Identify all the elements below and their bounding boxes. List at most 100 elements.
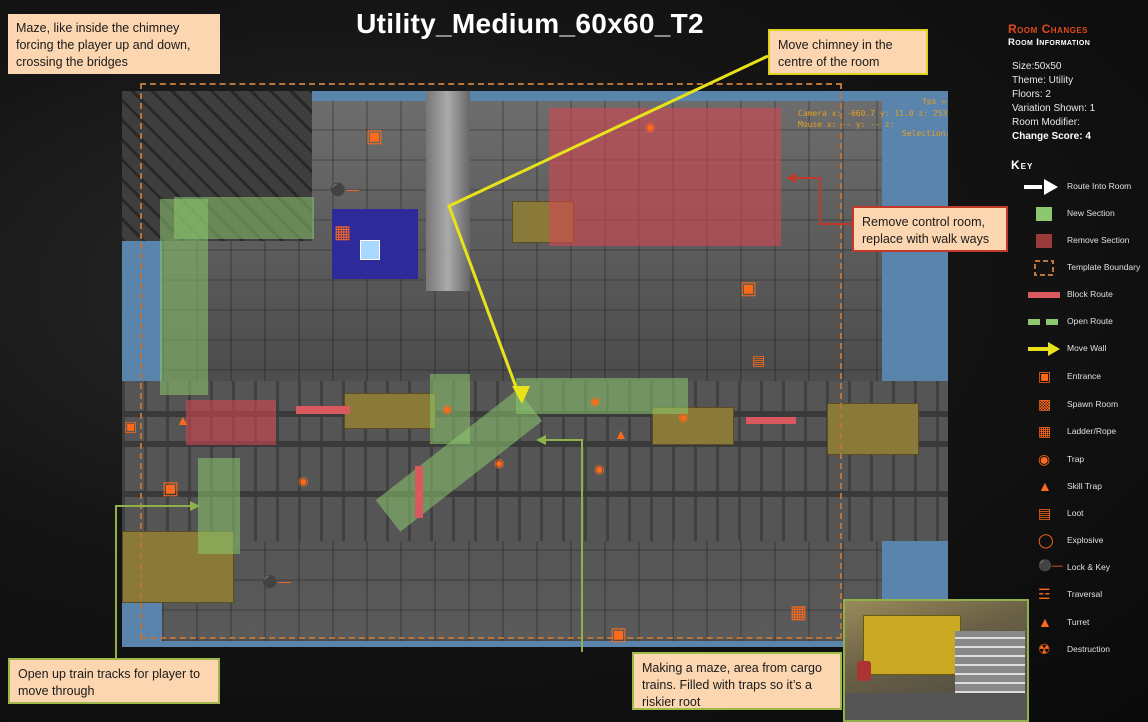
key-row: Move Wall [1024, 339, 1148, 359]
trap-icon[interactable]: ◉ [590, 394, 601, 408]
room-title: Utility_Medium_60x60_T2 [356, 8, 704, 39]
trap-icon[interactable]: ◉ [494, 456, 505, 470]
key-row: ☲ Traversal [1038, 586, 1103, 602]
key-row: ⚫— Lock & Key [1038, 560, 1110, 572]
yellow-machine [863, 615, 961, 675]
red-barrel [857, 661, 871, 681]
block-route [296, 406, 350, 414]
floor [845, 693, 1027, 720]
block-route-swatch [1028, 292, 1060, 298]
note-move-chimney: Move chimney in the centre of the room [768, 29, 928, 75]
move-wall-arrow [447, 54, 769, 399]
key-row: ▣ Entrance [1038, 368, 1102, 384]
note-cargo-maze: Making a maze, area from cargo trains. F… [632, 652, 842, 710]
reference-thumbnail[interactable] [843, 599, 1029, 722]
hud-selection: Selection: [902, 129, 948, 138]
info-size: Size:50x50 [1012, 61, 1062, 72]
entrance-icon[interactable]: ▣ [366, 126, 384, 146]
trap-icon[interactable]: ◉ [678, 410, 689, 424]
key-row: ▦ Ladder/Rope [1038, 423, 1117, 439]
key-row: ▤ Loot [1038, 505, 1084, 521]
open-route-swatch [1028, 319, 1058, 325]
skill-trap-icon[interactable]: ▲ [614, 426, 628, 442]
key-row: ▲ Turret [1038, 614, 1090, 630]
key-row: ☢ Destruction [1038, 641, 1110, 657]
open-tracks-connector [115, 505, 196, 662]
ladder-icon[interactable]: ▦ [790, 602, 808, 622]
move-wall-arrow-head [512, 386, 530, 404]
info-modifier: Room Modifier: [1012, 117, 1080, 128]
hud-camera: Camera x: -660.7 y: 11.0 z: 253 [798, 109, 948, 118]
new-section-bridge[interactable] [516, 378, 688, 414]
block-route [415, 466, 423, 518]
entrance-icon[interactable]: ▣ [610, 624, 628, 644]
key-row: Block Route [1024, 285, 1148, 305]
info-change-score: Change Score: 4 [1012, 131, 1091, 142]
key-row: ▩ Spawn Room [1038, 396, 1119, 412]
remove-control-connector [790, 177, 852, 225]
trap-icon[interactable]: ◉ [594, 462, 605, 476]
rail-track [122, 491, 948, 497]
template-boundary [140, 83, 842, 639]
room-info: Size:50x50 Theme: Utility Floors: 2 Vari… [1012, 60, 1095, 144]
info-floors: Floors: 2 [1012, 89, 1051, 100]
note-maze-chimney: Maze, like inside the chimney forcing th… [8, 14, 220, 74]
spawn-cube-icon [360, 240, 380, 260]
key-row: New Section [1024, 204, 1148, 224]
entrance-icon[interactable]: ▣ [740, 278, 758, 298]
panel-subheading: Room Information [1008, 37, 1091, 48]
trap-icon: ◉ [1038, 451, 1051, 467]
spawn-room-icon: ▩ [1038, 396, 1052, 412]
key-row: Template Boundary [1024, 258, 1148, 278]
key-row: ▲ Skill Trap [1038, 478, 1102, 494]
ladder-icon[interactable]: ▦ [334, 222, 352, 242]
destruction-icon: ☢ [1038, 641, 1051, 657]
key-row: ◉ Trap [1038, 451, 1085, 467]
remove-section-swatch [1036, 234, 1052, 248]
info-variation: Variation Shown: 1 [1012, 103, 1096, 114]
template-boundary-icon [1034, 260, 1054, 276]
new-section-bottom-left[interactable] [198, 458, 240, 554]
traversal-icon: ☲ [1038, 586, 1051, 602]
key-heading: Key [1011, 158, 1034, 172]
turret-icon: ▲ [1038, 614, 1052, 630]
loot-icon: ▤ [1038, 505, 1052, 521]
key-row: Route Into Room [1024, 177, 1148, 197]
trap-icon[interactable]: ◉ [645, 120, 656, 134]
new-section-swatch [1036, 207, 1052, 221]
remove-section-control-room[interactable] [549, 108, 781, 246]
panel-heading: Room Changes [1008, 22, 1089, 36]
block-route [746, 417, 796, 424]
cargo-train [827, 403, 919, 455]
explosive-icon: ◯ [1038, 532, 1054, 548]
trap-icon[interactable]: ◉ [298, 474, 309, 488]
entrance-icon: ▣ [1038, 368, 1052, 384]
remove-section-left[interactable] [186, 400, 276, 445]
trap-icon[interactable]: ◉ [442, 402, 453, 416]
skill-trap-icon[interactable]: ▲ [176, 412, 190, 428]
entrance-icon[interactable]: ▣ [162, 478, 180, 498]
ladder-icon: ▦ [1038, 423, 1052, 439]
key-row: Remove Section [1024, 231, 1148, 251]
room-changes-panel: Room Changes Room Information [1008, 22, 1148, 48]
lock-key-icon[interactable]: ⚫— [262, 574, 292, 589]
route-into-room-icon [1024, 179, 1058, 195]
cargo-maze-connector [540, 439, 583, 652]
hud-mouse: Mouse x: -- y: -- z: [798, 120, 895, 129]
lock-key-icon[interactable]: ⚫— [330, 182, 360, 197]
note-open-train-tracks: Open up train tracks for player to move … [8, 658, 220, 704]
new-section-left-vertical[interactable] [160, 199, 208, 395]
entrance-icon[interactable]: ▣ [124, 418, 138, 434]
hud-fps: fps = [922, 97, 947, 106]
rail-track [122, 441, 948, 447]
cargo-container [344, 393, 436, 429]
key-row: ◯ Explosive [1038, 532, 1104, 548]
key-row: Open Route [1024, 312, 1148, 332]
lock-key-icon: ⚫— [1038, 560, 1063, 572]
info-theme: Theme: Utility [1012, 75, 1074, 86]
room-map-view[interactable]: Camera x: -660.7 y: 11.0 z: 253 Mouse x:… [122, 91, 948, 647]
note-remove-control-room: Remove control room, replace with walk w… [852, 206, 1008, 252]
move-wall-arrow-icon [1028, 342, 1060, 356]
loot-icon[interactable]: ▤ [752, 352, 766, 368]
